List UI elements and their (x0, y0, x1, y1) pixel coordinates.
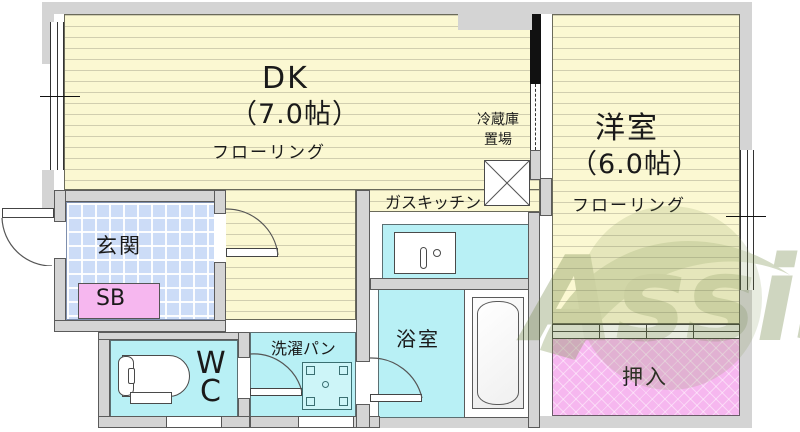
wall-genkan-right (214, 190, 226, 214)
label-refrigerator-line2: 置場 (484, 132, 512, 148)
label-dk-name: DK (262, 61, 309, 96)
label-yoshitsu-size: （6.0帖） (570, 149, 700, 180)
genkan-dk-door-arc (226, 208, 279, 256)
window-dk-left-tick (40, 96, 80, 97)
label-yoshitsu-name: 洋室 (595, 111, 659, 146)
entrance-door-gap (54, 222, 66, 258)
wall-wc-right (238, 332, 250, 358)
label-yoshitsu-material: フローリング (572, 196, 686, 216)
shoe-box (78, 283, 160, 319)
bath-tub-inner (477, 301, 519, 405)
wall-wc-left (98, 332, 110, 428)
washroom-vent-window (298, 416, 354, 428)
window-yoshitsu-right-tick (726, 216, 766, 217)
wall-genkan-bottom (54, 320, 226, 332)
outer-wall-top (42, 2, 752, 14)
bath-door-arc (370, 357, 423, 399)
closet-panel-div-1[interactable] (599, 324, 600, 339)
refrigerator-space-cross (484, 160, 530, 206)
wall-wc-top (98, 332, 250, 340)
wall-kitchen-left (356, 190, 370, 362)
outer-wall-right-lower (740, 290, 752, 428)
wall-bath-right (528, 212, 540, 428)
laundry-pan-corner-bl (306, 397, 315, 406)
label-bath: 浴室 (396, 327, 440, 351)
room-oshiire (552, 338, 740, 416)
wall-genkan-left (54, 190, 66, 222)
laundry-pan-corner-br (339, 397, 348, 406)
wc-door-arc (250, 353, 303, 393)
room-yoshitsu (552, 14, 740, 324)
wall-yoshitsu-top-black (530, 14, 541, 84)
wall-yoshitsu-mid (530, 150, 541, 180)
label-wc-w: W (196, 346, 226, 381)
outer-wall-left-lower (42, 170, 54, 214)
wall-dk-yoshitsu (540, 178, 552, 216)
closet-panel-div-2[interactable] (646, 324, 647, 339)
toilet-base (130, 392, 172, 404)
wall-kitchen-bath (370, 278, 540, 290)
wc-vent-window (166, 416, 222, 428)
label-wc-c: C (200, 374, 221, 409)
laundry-pan-corner-tr (339, 366, 348, 375)
wc-door-gap (238, 358, 250, 398)
label-shoebox: SB (96, 286, 126, 311)
laundry-pan-corner-tl (306, 366, 315, 375)
room-dk (64, 14, 540, 190)
label-laundry-pan: 洗濯パン (271, 339, 336, 358)
label-gas-kitchen: ガスキッチン (385, 193, 482, 212)
genkan-dk-door-gap (214, 214, 226, 262)
bath-door-gap (356, 362, 370, 404)
laundry-pan-drain (322, 381, 329, 388)
kitchen-faucet (420, 247, 427, 269)
label-oshiire: 押入 (622, 365, 668, 389)
wall-kitchen-left-2 (356, 404, 370, 428)
entrance-door-arc (1, 217, 52, 266)
label-refrigerator-line1: 冷蔵庫 (477, 112, 519, 128)
wall-dk-bottom-left (54, 190, 226, 202)
label-dk-material: フローリング (212, 143, 326, 163)
closet-panel-div-3[interactable] (693, 324, 694, 339)
label-genkan: 玄関 (96, 234, 142, 258)
partition-dashed-line (535, 84, 536, 150)
toilet-lever (128, 368, 135, 384)
wall-top-notch (458, 2, 532, 30)
label-dk-size: （7.0帖） (230, 99, 360, 130)
window-yoshitsu-right-mullion (747, 150, 748, 290)
outer-wall-right-upper (740, 2, 752, 150)
entrance-door-leaf[interactable] (2, 208, 54, 218)
kitchen-burner-knob (433, 249, 441, 257)
